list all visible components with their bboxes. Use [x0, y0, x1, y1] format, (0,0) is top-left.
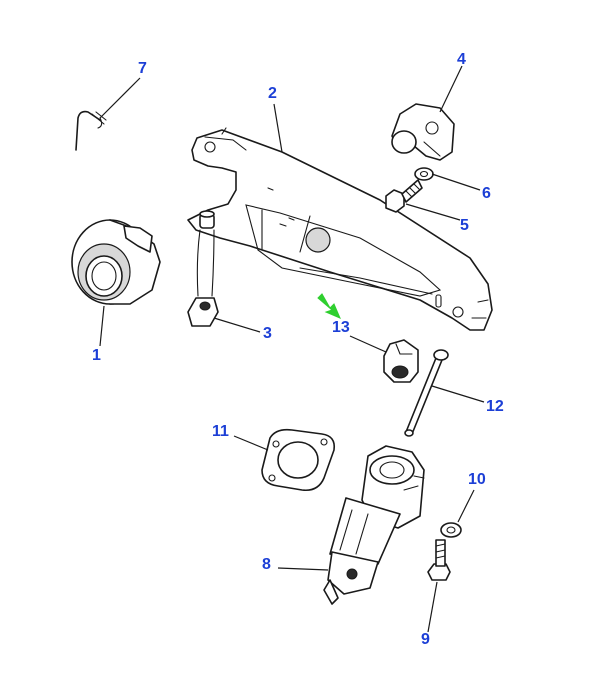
- callout-13[interactable]: 13: [332, 319, 350, 336]
- leader-lines: [99, 65, 485, 633]
- green-arrow-icon: [317, 293, 341, 319]
- callout-4[interactable]: 4: [457, 51, 466, 68]
- callout-2[interactable]: 2: [268, 85, 277, 102]
- leader-6: [431, 173, 481, 191]
- part-12-pushrod[interactable]: [404, 349, 449, 437]
- lever-pivot-pin: [196, 210, 215, 297]
- leader-3: [213, 317, 261, 333]
- callout-10[interactable]: 10: [468, 471, 486, 488]
- callout-9[interactable]: 9: [421, 631, 430, 648]
- leader-5: [405, 203, 461, 221]
- part-8-slave-cylinder[interactable]: [323, 445, 425, 605]
- part-9-bolt[interactable]: [427, 539, 451, 581]
- part-10-washer[interactable]: [440, 522, 462, 538]
- callout-5[interactable]: 5: [460, 217, 469, 234]
- leader-4: [439, 65, 463, 113]
- callout-3[interactable]: 3: [263, 325, 272, 342]
- part-5-bolt[interactable]: [385, 179, 423, 213]
- part-13-bush[interactable]: [383, 339, 419, 383]
- callout-6[interactable]: 6: [482, 185, 491, 202]
- part-2-release-lever[interactable]: [187, 127, 493, 331]
- part-1-release-bearing[interactable]: [71, 219, 161, 305]
- leader-10: [457, 489, 475, 523]
- part-6-washer[interactable]: [414, 167, 434, 181]
- leader-8: [277, 567, 329, 571]
- callout-8[interactable]: 8: [262, 556, 271, 573]
- leader-13: [349, 335, 387, 353]
- part-4-retainer-clip[interactable]: [391, 103, 455, 161]
- callout-1[interactable]: 1: [92, 347, 101, 364]
- part-7-spring-clip[interactable]: [75, 110, 107, 151]
- leader-11: [233, 435, 269, 451]
- callout-11[interactable]: 11: [212, 423, 229, 440]
- leader-7: [99, 77, 141, 119]
- leader-2: [273, 103, 283, 153]
- leader-1: [99, 305, 105, 347]
- callout-7[interactable]: 7: [138, 60, 147, 77]
- leader-9: [427, 581, 438, 633]
- leader-12: [431, 385, 485, 403]
- part-11-gasket[interactable]: [261, 428, 336, 492]
- part-3-pivot-pad[interactable]: [187, 297, 219, 327]
- callout-12[interactable]: 12: [486, 398, 504, 415]
